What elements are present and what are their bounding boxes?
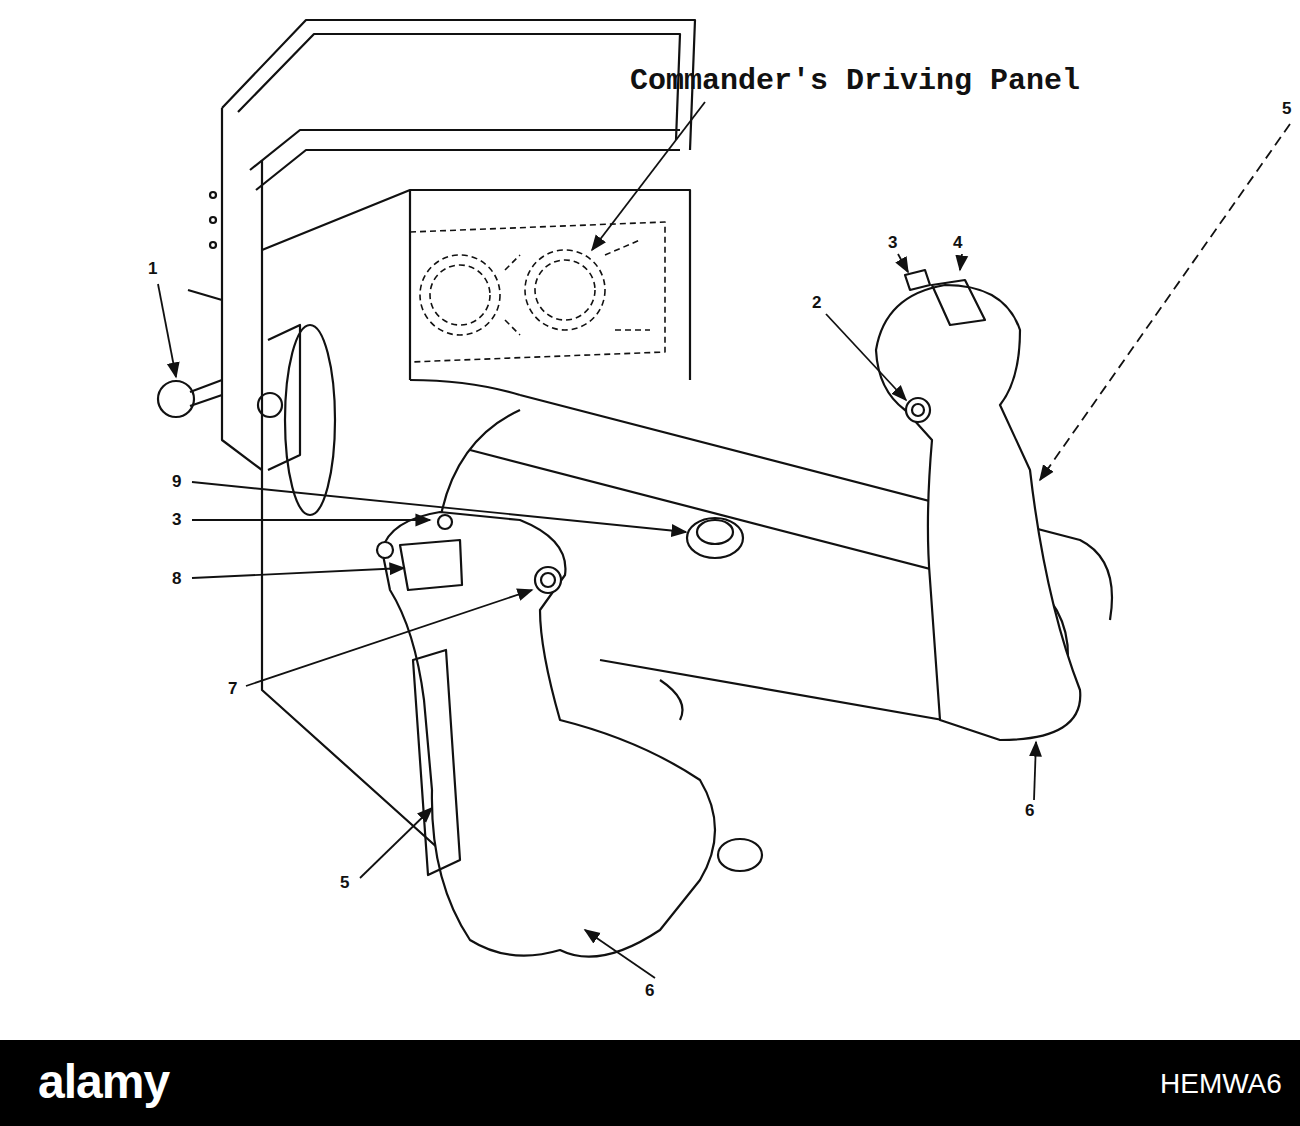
callout-number: 7 [228,680,237,697]
callout-number: 1 [148,260,157,277]
callout-number: 8 [172,570,181,587]
watermark-logo: alamy [38,1058,169,1106]
callout-number: 3 [172,511,181,528]
callout-number: 3 [888,234,897,251]
callout-number: 2 [812,294,821,311]
callout-number: 5 [340,874,349,891]
callout-number: 6 [1025,802,1034,819]
watermark-id: HEMWA6 [1160,1070,1282,1098]
callout-number: 6 [645,982,654,999]
callout-number: 9 [172,473,181,490]
watermark-bar [0,1040,1300,1126]
callout-number: 5 [1282,100,1291,117]
callout-number: 4 [953,234,962,251]
panel-title: Commander's Driving Panel [630,66,1080,96]
